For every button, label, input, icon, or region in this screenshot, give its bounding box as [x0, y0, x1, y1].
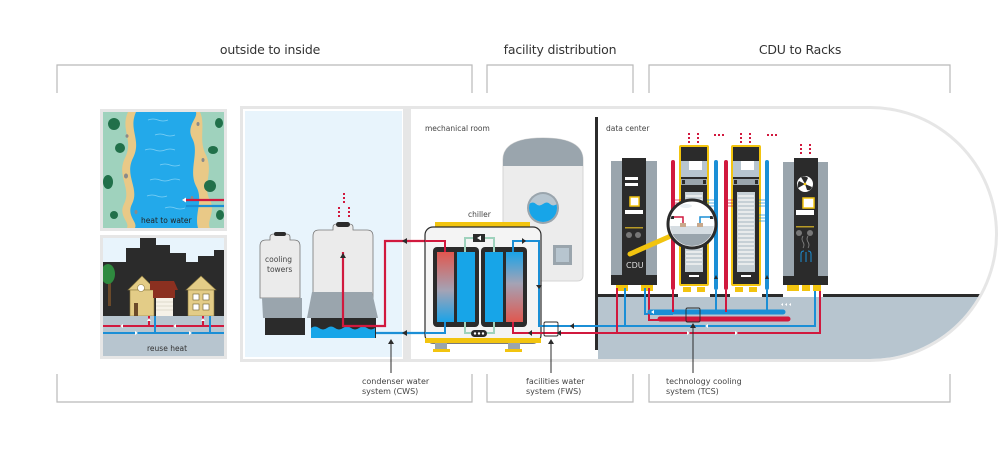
- fan-cooling-unit: [783, 158, 828, 291]
- caption-fws: facilities water system (FWS): [526, 377, 585, 397]
- bracket-top-outside: [56, 64, 473, 93]
- label-cooling-towers-2: towers: [267, 265, 292, 274]
- tcs-pipes: [598, 288, 821, 334]
- label-cdu: CDU: [626, 261, 644, 270]
- bracket-bottom-facility: [486, 374, 634, 403]
- bracket-top-facility: [486, 64, 634, 93]
- panel-reuse-heat: reuse heat: [100, 235, 227, 359]
- rack-2: [731, 145, 761, 292]
- chiller-unit: [424, 222, 542, 352]
- caption-fws-line1: facilities water: [526, 377, 585, 386]
- caption-tcs-line2: system (TCS): [666, 387, 719, 396]
- flow-arrows: [651, 303, 791, 335]
- datacenter-floor: [598, 296, 995, 359]
- caption-tcs: technology cooling system (TCS): [666, 377, 742, 397]
- fws-pipes: [512, 238, 598, 337]
- heat-indicators: [688, 133, 811, 154]
- floor-tiles: [678, 294, 823, 297]
- fws-heat-exchanger-box: [543, 321, 559, 337]
- magnifier-icon: [627, 198, 718, 257]
- label-chiller: chiller: [468, 210, 492, 219]
- caption-cws-line2: system (CWS): [362, 387, 419, 396]
- label-heat-to-water: heat to water: [141, 216, 192, 225]
- caption-tcs-line1: technology cooling: [666, 377, 742, 386]
- house-right: [185, 275, 217, 317]
- section-title-facility: facility distribution: [503, 42, 617, 57]
- label-cooling-towers-1: cooling: [265, 255, 292, 264]
- label-mechanical-room: mechanical room: [425, 124, 490, 133]
- label-data-center: data center: [606, 124, 650, 133]
- panel-heat-to-water: heat to water: [100, 109, 227, 231]
- trees: [103, 118, 224, 220]
- cws-pipes: [340, 238, 425, 336]
- caption-fws-line2: system (FWS): [526, 387, 582, 396]
- bracket-top-cdu: [648, 64, 951, 93]
- label-reuse-heat: reuse heat: [147, 344, 187, 353]
- house-left: [127, 275, 178, 317]
- caption-cws: condenser water system (CWS): [362, 377, 429, 397]
- river-water: [130, 112, 200, 228]
- section-title-outside: outside to inside: [219, 42, 321, 57]
- caption-cws-line1: condenser water: [362, 377, 430, 386]
- leader-lines: [388, 323, 696, 373]
- cooling-tower-back: [259, 232, 305, 335]
- datacenter-wall: [595, 117, 598, 350]
- rack-2-servers: [738, 195, 754, 265]
- section-title-cdu: CDU to Racks: [758, 42, 842, 57]
- tcs-heat-exchanger-box: [685, 307, 701, 323]
- bracket-bottom-outside: [56, 374, 473, 403]
- bracket-bottom-cdu: [648, 374, 951, 403]
- cdu-unit: [611, 158, 657, 291]
